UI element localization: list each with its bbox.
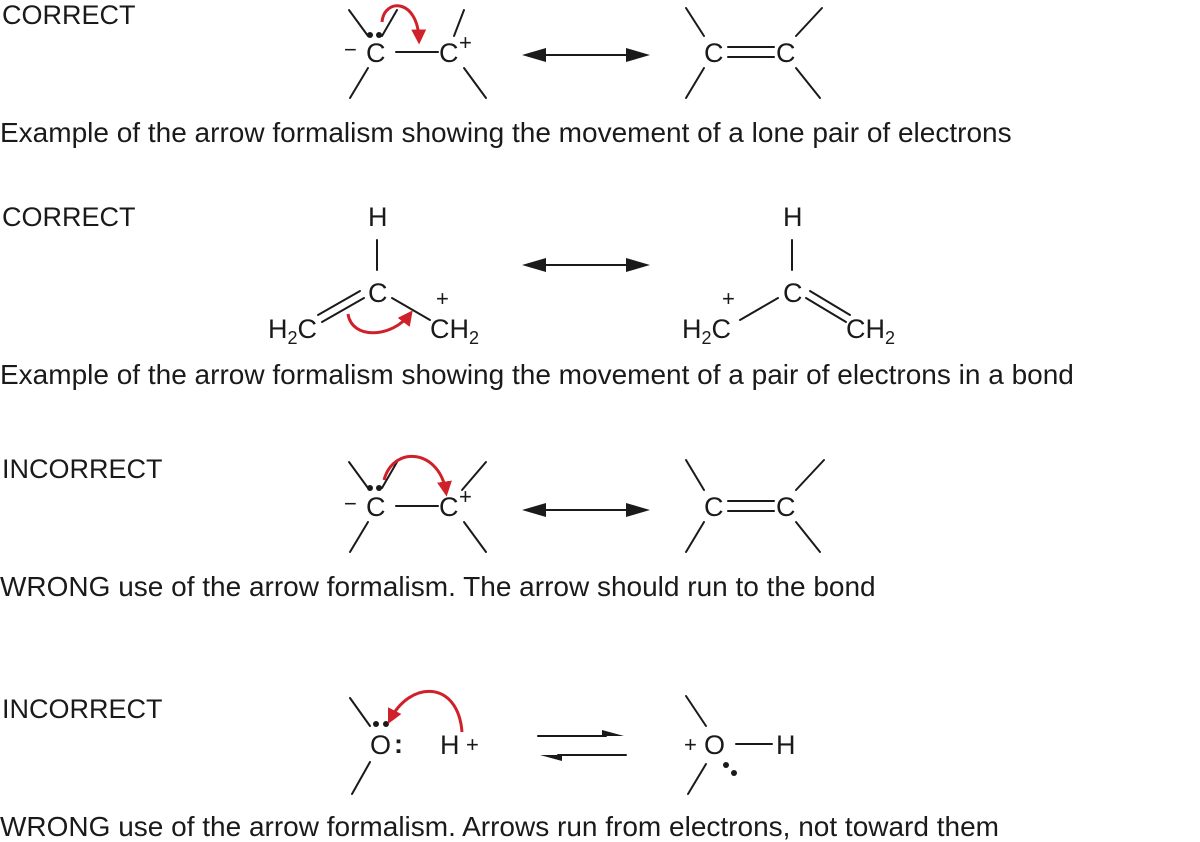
carbon-atom: C: [439, 38, 459, 68]
carbon-atom: C: [776, 38, 796, 68]
carbon-atom: C: [366, 38, 386, 68]
bond: [685, 459, 705, 491]
bond: [349, 697, 371, 727]
right-structure: H C + H2C CH2: [682, 202, 895, 348]
bond: [349, 67, 369, 99]
bond: [685, 67, 705, 99]
methylene-left: H2C: [682, 314, 731, 348]
right-structure: C C: [685, 459, 825, 553]
bond: [461, 461, 487, 491]
carbon-atom: C: [776, 492, 796, 522]
carbon-atom: C: [366, 492, 386, 522]
oxygen-atom: O: [370, 730, 391, 760]
methylene-right: CH2: [430, 314, 479, 348]
bond: [349, 521, 369, 553]
positive-charge: +: [722, 286, 735, 311]
double-bond-line: [317, 290, 361, 316]
bond: [348, 461, 369, 489]
section-4: INCORRECT O : H + + O H: [0, 689, 999, 842]
resonance-arrow: [522, 48, 650, 62]
lone-pair-dot: [367, 32, 373, 38]
positive-charge: +: [684, 732, 697, 757]
section-label: INCORRECT: [2, 694, 163, 724]
double-bond-line: [809, 290, 851, 316]
caption: Example of the arrow formalism showing t…: [0, 117, 1012, 148]
left-structure: H C H2C + CH2: [268, 202, 479, 348]
left-structure: − C C +: [344, 4, 487, 99]
carbon-atom: C: [368, 278, 388, 308]
left-structure: O : H +: [349, 689, 479, 795]
negative-charge: −: [344, 37, 357, 62]
negative-charge: −: [344, 491, 357, 516]
positive-charge: +: [466, 732, 479, 757]
carbon-atom: C: [704, 492, 724, 522]
bond: [795, 7, 823, 37]
section-label: INCORRECT: [2, 454, 163, 484]
lone-pair-dot: [376, 485, 382, 491]
caption: WRONG use of the arrow formalism. Arrows…: [0, 811, 999, 842]
resonance-arrow: [522, 258, 650, 272]
section-2: CORRECT H C H2C + CH2 H C: [0, 202, 1074, 390]
bond: [463, 67, 487, 99]
hydrogen-atom: H: [440, 730, 460, 760]
bond: [351, 761, 371, 795]
caption: Example of the arrow formalism showing t…: [0, 359, 1074, 390]
bond: [463, 521, 487, 553]
positive-charge: +: [459, 484, 472, 509]
right-structure: + O H: [684, 695, 796, 795]
positive-charge: +: [459, 30, 472, 55]
bond: [687, 763, 707, 795]
bond: [795, 67, 821, 99]
section-label: CORRECT: [2, 202, 136, 232]
oxygen-atom: O: [704, 730, 725, 760]
curved-arrow: [346, 310, 413, 335]
curved-arrow: [382, 454, 452, 497]
lone-pair-colon: :: [394, 729, 403, 759]
caption: WRONG use of the arrow formalism. The ar…: [0, 571, 876, 602]
bond: [391, 297, 431, 321]
double-bond-line: [321, 297, 365, 323]
resonance-arrow: [522, 503, 650, 517]
lone-pair-dot: [383, 721, 389, 727]
bond: [348, 9, 369, 37]
curved-arrow: [380, 4, 427, 45]
bond: [685, 7, 705, 37]
bond: [739, 297, 779, 321]
bond: [795, 459, 825, 491]
bond: [381, 461, 398, 489]
bond: [381, 9, 398, 37]
carbon-atom: C: [439, 492, 459, 522]
lone-pair-dot: [723, 762, 729, 768]
left-structure: − C C +: [344, 454, 487, 553]
bond: [685, 521, 705, 553]
lone-pair-dot: [373, 721, 379, 727]
hydrogen-atom: H: [368, 202, 388, 232]
double-bond-line: [805, 297, 847, 323]
bond: [685, 695, 707, 727]
bond: [453, 9, 465, 37]
equilibrium-arrow: [537, 730, 627, 761]
lone-pair-dot: [376, 32, 382, 38]
lone-pair-dot: [367, 485, 373, 491]
bond: [795, 521, 821, 553]
curved-arrow: [387, 689, 464, 733]
hydrogen-atom: H: [776, 730, 796, 760]
section-1: CORRECT − C C +: [0, 0, 1012, 148]
methylene-h: H2C: [268, 314, 317, 348]
right-structure: C C: [685, 7, 823, 99]
carbon-atom: C: [783, 278, 803, 308]
hydrogen-atom: H: [783, 202, 803, 232]
methylene-right: CH2: [846, 314, 895, 348]
lone-pair-dot: [731, 770, 737, 776]
section-label: CORRECT: [2, 0, 136, 30]
carbon-atom: C: [704, 38, 724, 68]
positive-charge: +: [436, 286, 449, 311]
section-3: INCORRECT − C C +: [0, 454, 876, 602]
